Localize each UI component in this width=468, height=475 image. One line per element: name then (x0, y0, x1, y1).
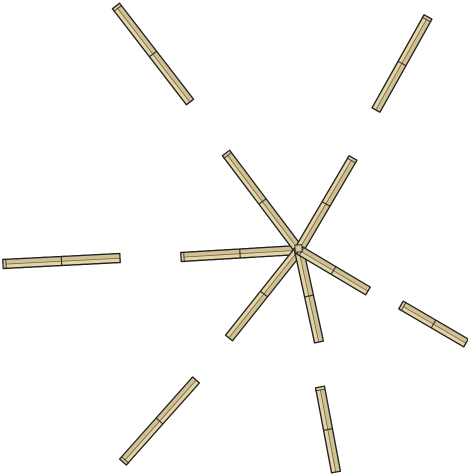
stick-piece[interactable] (119, 376, 200, 466)
stick-piece[interactable] (314, 385, 342, 474)
pile-center-knot (294, 244, 303, 253)
stick-piece[interactable] (111, 2, 195, 106)
stick-piece[interactable] (2, 252, 121, 270)
stick-piece[interactable] (371, 14, 433, 113)
stick-piece[interactable] (398, 300, 468, 348)
